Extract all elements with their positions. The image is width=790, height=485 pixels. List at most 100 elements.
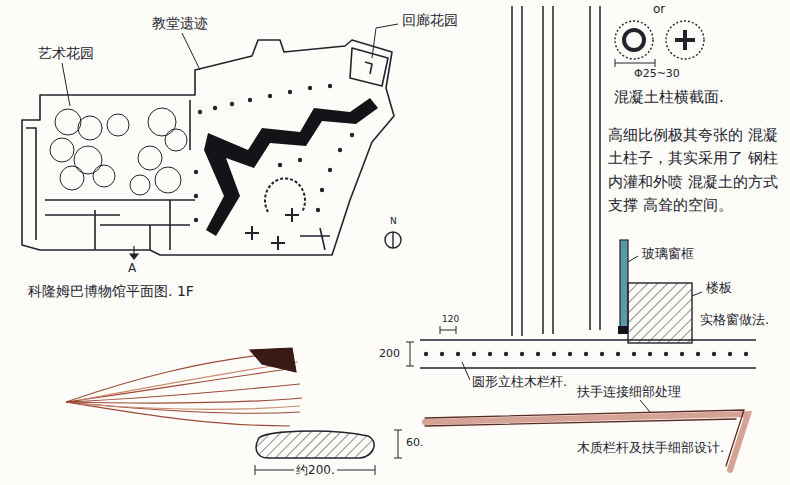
baluster-dot [520, 352, 524, 356]
wood-fan-sketch-part [66, 384, 300, 402]
column-dots-part [308, 86, 312, 90]
baluster-dot [600, 352, 604, 356]
garden-trees [50, 108, 187, 195]
baluster-dot [504, 352, 508, 356]
column-dots-part [268, 94, 272, 98]
column-sections-part [675, 30, 695, 50]
baluster-dot [696, 352, 700, 356]
baluster-dot [568, 352, 572, 356]
column-dots-part [278, 163, 282, 167]
column-dots-part [316, 208, 320, 212]
window-detail-part [620, 240, 628, 330]
cloister-label: 回廊花园 [400, 12, 460, 29]
column-dots-part [198, 110, 202, 114]
column-dots-part [350, 133, 354, 137]
garden-trees-part [165, 129, 187, 151]
baluster-dot [728, 352, 732, 356]
garden-trees-part [148, 108, 176, 136]
column-dots-part [328, 168, 332, 172]
baluster-dot [456, 352, 460, 356]
wood-fan-sketch-part [66, 368, 296, 402]
column-dots-part [320, 188, 324, 192]
dimension: Φ25~30 [632, 67, 682, 80]
baluster-dot [616, 352, 620, 356]
section-caption: 混凝土柱横截面. [612, 88, 726, 106]
wood-fan-sketch-part [80, 404, 300, 410]
garden-trees-part [55, 109, 81, 135]
garden-trees-part [60, 166, 84, 190]
dimension: 约200. [294, 463, 337, 477]
leader-lines-part [182, 33, 200, 70]
railing-plan-part [406, 326, 456, 366]
garden-trees-part [107, 114, 129, 136]
slender-columns-part [590, 6, 600, 330]
baluster-dot [648, 352, 652, 356]
garden-trees-part [155, 167, 181, 193]
garden-trees-part [78, 116, 102, 140]
plan-caption: 科隆姆巴博物馆平面图. 1F [26, 283, 196, 300]
column-dots-part [248, 98, 252, 102]
entrance-arrow [130, 246, 138, 259]
wood-fan-sketch-part [250, 348, 296, 372]
leader-lines-part [372, 24, 398, 58]
baluster-dot [536, 352, 540, 356]
cross-columns-part [245, 208, 299, 250]
ruin-label: 教堂遗迹 [150, 15, 210, 32]
baluster-dot [744, 352, 748, 356]
column-dots-part [194, 194, 198, 198]
part-label: 楼板 [704, 280, 734, 296]
part-label: 玻璃窗框 [640, 246, 696, 262]
handrail-detail [425, 410, 748, 470]
baluster-dots [424, 352, 748, 356]
column-dots-part [338, 148, 342, 152]
column-sections-part [624, 30, 644, 50]
column-dots [194, 84, 354, 222]
part-label: 扶手连接细部处理 [575, 384, 683, 400]
column-dots-part [213, 106, 217, 110]
entrance-arrow-part [130, 254, 138, 259]
leader-lines-part [62, 63, 70, 106]
leader-lines-part [462, 362, 470, 380]
baluster-dot [440, 352, 444, 356]
baluster-dot [584, 352, 588, 356]
floor-plan [22, 40, 394, 255]
baluster-dot [664, 352, 668, 356]
garden-trees-part [138, 146, 162, 170]
column-sections-part [615, 21, 653, 59]
column-sections-part [615, 59, 655, 67]
floor-plan-part [26, 100, 195, 250]
window-detail-part [628, 283, 692, 343]
column-dots-part [288, 90, 292, 94]
garden-trees-part [74, 146, 102, 174]
column-sections [615, 21, 704, 67]
window-detail-part [618, 326, 628, 334]
leader-lines-part [628, 256, 638, 262]
handrail-section-part [394, 430, 402, 458]
slender-columns-part [512, 6, 522, 336]
leader-lines-part [640, 400, 650, 412]
baluster-dot [488, 352, 492, 356]
garden-trees-part [50, 138, 74, 162]
dimension: 120 [440, 314, 461, 325]
slender-columns [512, 6, 600, 336]
column-dots-part [194, 218, 198, 222]
detail-caption: 木质栏杆及扶手细部设计. [575, 440, 726, 456]
railing-plan-part [420, 340, 756, 368]
section-mark: A [126, 261, 138, 275]
column-dots-part [298, 158, 302, 162]
floor-plan-part [300, 228, 330, 250]
north-arrow [385, 232, 401, 248]
baluster-dot [712, 352, 716, 356]
north-letter: N [388, 216, 399, 227]
leader-lines-part [692, 292, 702, 296]
garden-label: 艺术花园 [36, 45, 96, 62]
floor-plan-part [350, 48, 388, 86]
baluster-dot [472, 352, 476, 356]
dimension: 60. [404, 436, 426, 449]
column-sections-part [666, 21, 704, 59]
railing-plan [406, 326, 756, 368]
garden-trees-part [130, 175, 150, 195]
garden-trees-part [93, 165, 115, 187]
floor-plan-part [22, 40, 394, 255]
